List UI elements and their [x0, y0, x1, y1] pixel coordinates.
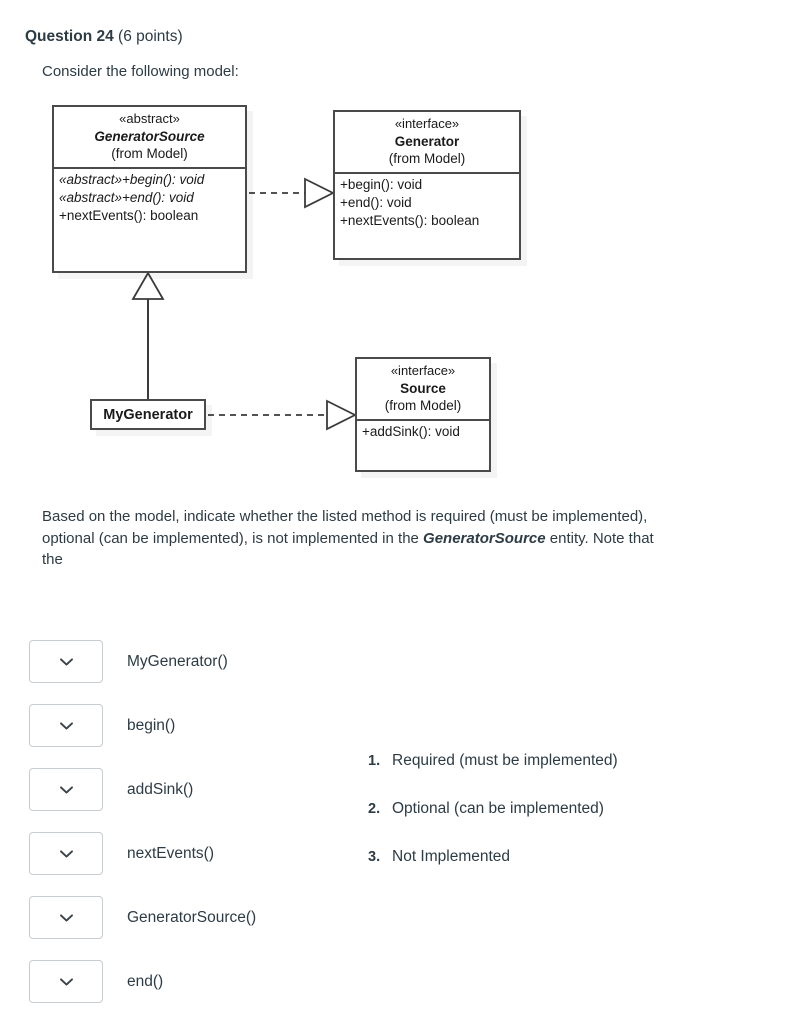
answer-list: MyGenerator() begin() addSink() nextEven… [29, 640, 359, 1024]
uml-class-name: Source [400, 380, 446, 396]
chevron-down-icon [59, 913, 73, 922]
option-number: 2. [368, 801, 381, 817]
uml-stereotype: «interface» [394, 116, 460, 131]
uml-compartment-divider [335, 171, 519, 174]
uml-class-name: GeneratorSource [94, 128, 205, 144]
uml-member: +begin(): void [340, 176, 423, 192]
uml-compartment-divider [54, 166, 245, 169]
uml-class-mygenerator: MyGenerator [90, 399, 206, 430]
answer-row: GeneratorSource() [29, 896, 359, 939]
generalization-mygenerator-to-generatorsource [131, 271, 165, 399]
answer-row: MyGenerator() [29, 640, 359, 683]
uml-class-header: «interface» Source (from Model) [357, 359, 489, 419]
question-body: Based on the model, indicate whether the… [42, 506, 657, 571]
option-item: 1. Required (must be implemented) [368, 752, 768, 770]
option-number: 3. [368, 849, 381, 865]
uml-members-compartment: +begin(): void +end(): void +nextEvents(… [335, 174, 519, 250]
uml-members-compartment: +addSink(): void [357, 421, 489, 465]
answer-label: addSink() [127, 780, 194, 798]
uml-member: +end(): void [340, 194, 412, 210]
option-text: Not Implemented [392, 848, 511, 865]
uml-class-package: (from Model) [111, 146, 188, 161]
answer-dropdown-addsink[interactable] [29, 768, 103, 811]
uml-class-source: «interface» Source (from Model) +addSink… [355, 357, 491, 472]
uml-member: +nextEvents(): boolean [59, 207, 199, 223]
uml-member: +addSink(): void [362, 423, 460, 439]
option-text: Required (must be implemented) [392, 752, 618, 769]
question-body-emphasis: GeneratorSource [423, 529, 546, 547]
uml-class-name: Generator [394, 133, 460, 149]
uml-class-header: «interface» Generator (from Model) [335, 112, 519, 172]
uml-member: «abstract»+end(): void [59, 189, 194, 205]
realization-mygenerator-to-source [208, 399, 358, 431]
answer-row: begin() [29, 704, 359, 747]
option-item: 3. Not Implemented [368, 848, 768, 866]
chevron-down-icon [59, 849, 73, 858]
uml-class-diagram: «abstract» GeneratorSource (from Model) … [0, 95, 560, 485]
answer-dropdown-mygenerator[interactable] [29, 640, 103, 683]
answer-dropdown-begin[interactable] [29, 704, 103, 747]
uml-stereotype: «abstract» [119, 111, 180, 126]
uml-compartment-divider [357, 418, 489, 421]
uml-class-generator: «interface» Generator (from Model) +begi… [333, 110, 521, 260]
uml-member: +nextEvents(): boolean [340, 212, 480, 228]
answer-label: nextEvents() [127, 844, 215, 862]
question-prompt: Consider the following model: [42, 63, 239, 80]
option-text: Optional (can be implemented) [392, 800, 604, 817]
uml-class-package: (from Model) [384, 398, 462, 413]
options-legend: 1. Required (must be implemented) 2. Opt… [368, 752, 768, 896]
answer-dropdown-generatorsource[interactable] [29, 896, 103, 939]
uml-class-generatorsource: «abstract» GeneratorSource (from Model) … [52, 105, 247, 273]
answer-dropdown-nextevents[interactable] [29, 832, 103, 875]
chevron-down-icon [59, 785, 73, 794]
question-body-line3: entity. Note that the [42, 529, 654, 569]
answer-label: GeneratorSource() [127, 908, 257, 926]
chevron-down-icon [59, 657, 73, 666]
question-title: Question 24 [25, 28, 114, 45]
answer-row: addSink() [29, 768, 359, 811]
realization-generatorsource-to-generator [249, 177, 336, 209]
answer-dropdown-end[interactable] [29, 960, 103, 1003]
uml-class-header: «abstract» GeneratorSource (from Model) [54, 107, 245, 167]
answer-row: end() [29, 960, 359, 1003]
question-body-line1: Based on the model, indicate whether the… [42, 508, 549, 525]
answer-label: MyGenerator() [127, 652, 228, 670]
uml-class-name: MyGenerator [103, 406, 193, 423]
question-points: (6 points) [118, 28, 183, 45]
option-number: 1. [368, 753, 381, 769]
uml-class-package: (from Model) [388, 151, 466, 166]
uml-member: «abstract»+begin(): void [59, 171, 205, 187]
uml-members-compartment: «abstract»+begin(): void «abstract»+end(… [54, 169, 245, 257]
uml-stereotype: «interface» [390, 363, 456, 378]
answer-row: nextEvents() [29, 832, 359, 875]
chevron-down-icon [59, 721, 73, 730]
answer-label: begin() [127, 716, 176, 734]
page-title: Question 24 (6 points) [25, 27, 183, 47]
option-item: 2. Optional (can be implemented) [368, 800, 768, 818]
answer-label: end() [127, 972, 164, 990]
uml-connectors [131, 177, 358, 431]
chevron-down-icon [59, 977, 73, 986]
question-body-line2: implemented), optional (can be implement… [42, 508, 648, 547]
